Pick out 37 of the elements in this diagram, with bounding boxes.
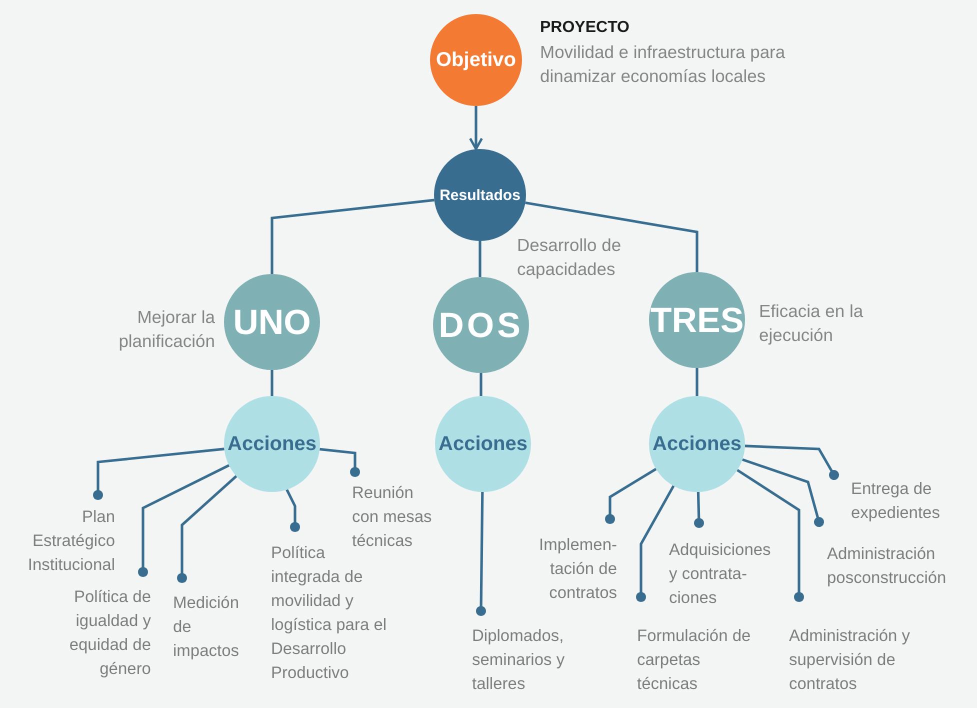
circle-label: DOS	[438, 308, 524, 342]
circle-label: UNO	[233, 304, 311, 340]
action-label: Entrega de expedientes	[851, 479, 941, 524]
arrow	[469, 106, 483, 150]
circle-label: Acciones	[438, 434, 528, 454]
connector-line	[476, 492, 486, 616]
connector-line	[604, 468, 657, 524]
action-label: Implemen-tación de contratos	[538, 535, 617, 604]
connector-line	[636, 485, 675, 602]
connector-line	[320, 448, 360, 478]
action-label: Administración posconstrucción	[827, 544, 948, 589]
circle-label: Resultados	[440, 188, 520, 202]
action-label: Medición de impactos	[173, 593, 240, 662]
connector-line	[744, 444, 840, 480]
connector-line	[176, 475, 238, 584]
description-text: Mejorar la planificación	[118, 306, 215, 353]
action-label: Formulación de carpetas técnicas	[637, 626, 752, 695]
connector-line	[138, 464, 230, 578]
description-text: Eficacia en la ejecución	[759, 300, 864, 347]
action-label: Reunión con mesas técnicas	[352, 483, 433, 552]
action-label: Política de igualdad y equidad de género	[68, 587, 151, 680]
connector-line	[736, 468, 804, 602]
description-text: Movilidad e infraestructura para dinamizar economías locales	[540, 41, 786, 88]
circle-label: Objetivo	[436, 50, 516, 70]
circle-label: Acciones	[652, 434, 742, 454]
circle-label: Acciones	[228, 434, 316, 454]
action-label: Plan Estratégico Institucional	[26, 507, 115, 576]
action-label: Administración y supervisión de contratos	[789, 626, 912, 695]
connector-line	[92, 448, 224, 500]
connector-line	[694, 492, 704, 528]
connector-line	[742, 458, 824, 528]
action-label: Adquisiciones y contrata-ciones	[669, 540, 772, 609]
connector-line	[286, 488, 300, 532]
description-text: Desarrollo de capacidades	[517, 234, 622, 281]
project-heading: PROYECTO	[540, 18, 630, 38]
action-label: Diplomados, seminarios y talleres	[472, 626, 566, 695]
circle-label: TRES	[650, 302, 744, 338]
